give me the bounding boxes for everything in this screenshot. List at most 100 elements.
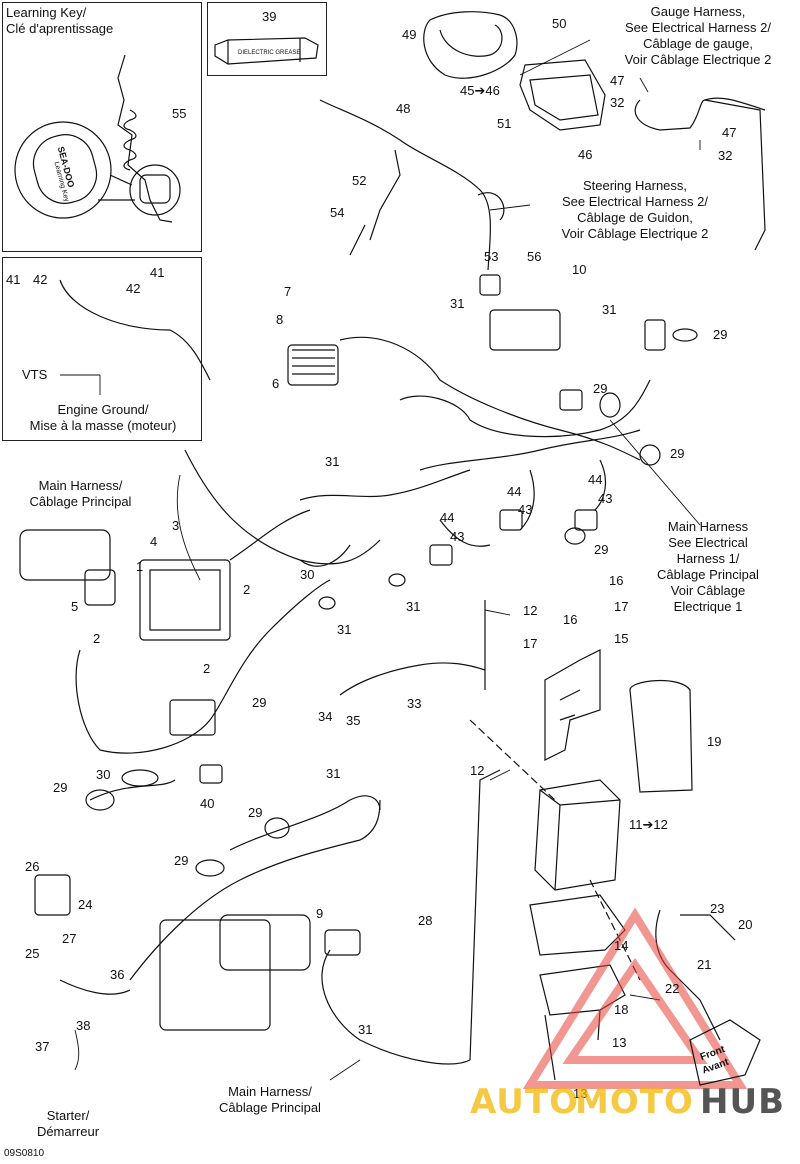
part-30b: 30 <box>96 767 111 782</box>
fuse-box-illustration <box>19 529 311 1031</box>
part-44b: 44 <box>507 484 522 499</box>
learning-key-box <box>2 2 202 252</box>
engine-ground-box <box>2 257 202 441</box>
part-12b: 12 <box>470 763 485 778</box>
part-48: 48 <box>396 101 411 116</box>
part-12a: 12 <box>523 603 538 618</box>
part-31d: 31 <box>406 599 421 614</box>
part-20: 20 <box>738 917 753 932</box>
part-42a: 42 <box>33 272 48 287</box>
learning-key-illustration <box>14 54 181 223</box>
part-29g: 29 <box>248 805 263 820</box>
starter-callout: Starter/ Démarreur <box>36 1108 100 1139</box>
part-22: 22 <box>665 981 680 996</box>
battery-illustration <box>469 649 693 1081</box>
part-30a: 30 <box>300 567 315 582</box>
part-29c: 29 <box>670 446 685 461</box>
part-36: 36 <box>110 967 125 982</box>
part-2a: 2 <box>243 582 251 597</box>
part-14: 14 <box>614 938 629 953</box>
part-54: 54 <box>330 205 345 220</box>
part-43c: 43 <box>450 529 465 544</box>
main-harness-callout-bottom: Main Harness/ Câblage Principal <box>219 1084 321 1115</box>
part-29h: 29 <box>174 853 189 868</box>
part-10: 10 <box>572 262 587 277</box>
watermark-moto: MOTO <box>575 1082 694 1122</box>
part-50: 50 <box>552 16 567 31</box>
part-17b: 17 <box>523 636 538 651</box>
main-harness-illustration <box>59 279 651 754</box>
part-3: 3 <box>172 518 180 533</box>
part-41a: 41 <box>6 272 21 287</box>
leader-lines <box>60 39 701 1081</box>
grease-tube-label: DIELECTRIC GREASE <box>238 50 301 56</box>
grommet-illustrations <box>85 328 698 877</box>
voltage-regulator-illustration <box>287 344 339 386</box>
part-26: 26 <box>25 859 40 874</box>
part-43a: 43 <box>598 491 613 506</box>
part-35: 35 <box>346 713 361 728</box>
part-4: 4 <box>150 534 158 549</box>
part-17a: 17 <box>614 599 629 614</box>
vts-label: VTS <box>22 367 48 382</box>
part-32a: 32 <box>610 95 625 110</box>
part-44a: 44 <box>588 472 603 487</box>
part-28: 28 <box>418 913 433 928</box>
connector-illustrations <box>34 274 666 956</box>
steering-harness-illustration <box>319 99 505 271</box>
part-13b: 13 <box>573 1086 588 1101</box>
drawing-code: 09S0810 <box>4 1148 45 1159</box>
part-31a: 31 <box>450 296 465 311</box>
part-31f: 31 <box>326 766 341 781</box>
part-2b: 2 <box>93 631 101 646</box>
part-31e: 31 <box>337 622 352 637</box>
part-7: 7 <box>284 284 292 299</box>
part-29d: 29 <box>594 542 609 557</box>
front-arrow-illustration <box>689 1019 761 1086</box>
engine-ground-label: Engine Ground/ Mise à la masse (moteur) <box>29 402 177 433</box>
part-38: 38 <box>76 1018 91 1033</box>
part-49: 49 <box>402 27 417 42</box>
part-13a: 13 <box>612 1035 627 1050</box>
part-56: 56 <box>527 249 542 264</box>
part-5: 5 <box>71 599 79 614</box>
part-37: 37 <box>35 1039 50 1054</box>
part-51: 51 <box>497 116 512 131</box>
watermark-triangle <box>522 907 748 1089</box>
part-41b: 41 <box>150 265 165 280</box>
part-31g: 31 <box>358 1022 373 1037</box>
part-43b: 43 <box>518 502 533 517</box>
gauge-illustration <box>423 11 766 251</box>
part-42b: 42 <box>126 281 141 296</box>
watermark-hub: HUB <box>700 1082 785 1122</box>
learning-key-title: Learning Key/ Clé d'aprentissage <box>6 5 114 36</box>
part-29a: 29 <box>713 327 728 342</box>
part-32b: 32 <box>718 148 733 163</box>
grease-tube-illustration <box>214 37 319 65</box>
part-29b: 29 <box>593 381 608 396</box>
steering-harness-callout: Steering Harness, See Electrical Harness… <box>561 178 709 241</box>
part-16a: 16 <box>609 573 624 588</box>
part-24: 24 <box>78 897 93 912</box>
part-15: 15 <box>614 631 629 646</box>
part-2c: 2 <box>203 661 211 676</box>
part-45-46: 45➔46 <box>460 83 500 98</box>
main-harness-callout-left: Main Harness/ Câblage Principal <box>29 478 132 509</box>
part-55: 55 <box>172 106 187 121</box>
part-44c: 44 <box>440 510 455 525</box>
part-52: 52 <box>352 173 367 188</box>
part-11-12: 11➔12 <box>629 817 668 832</box>
grease-box <box>207 2 327 76</box>
part-53: 53 <box>484 249 499 264</box>
part-21: 21 <box>697 957 712 972</box>
part-46: 46 <box>578 147 593 162</box>
part-6: 6 <box>272 376 280 391</box>
part-39: 39 <box>262 9 277 24</box>
gauge-harness-callout: Gauge Harness, See Electrical Harness 2/… <box>624 4 772 67</box>
part-16b: 16 <box>563 612 578 627</box>
part-31c: 31 <box>325 454 340 469</box>
part-9: 9 <box>316 906 324 921</box>
part-31b: 31 <box>602 302 617 317</box>
